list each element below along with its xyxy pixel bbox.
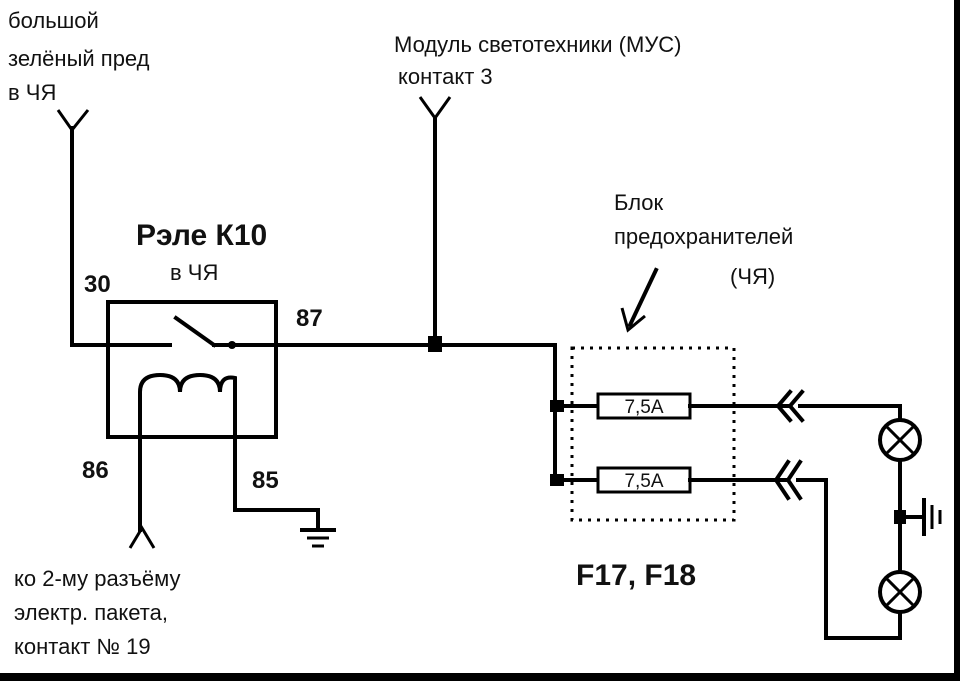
label-module-line2: контакт 3: [398, 64, 493, 89]
label-fuse-block: Блок предохранителей (ЧЯ): [614, 190, 799, 289]
relay-title: Рэле К10: [136, 219, 267, 252]
label-fuse-block-line3: (ЧЯ): [730, 264, 775, 289]
label-fuse-block-line1: Блок: [614, 190, 664, 215]
fuse-f18-rating: 7,5A: [624, 471, 663, 492]
label-bottom-left: ко 2-му разъёму электр. пакета, контакт …: [14, 566, 187, 659]
relay-k10-body: [106, 300, 278, 439]
relay-subtitle: в ЧЯ: [170, 260, 218, 285]
label-fuse-block-line2: предохранителей: [614, 224, 793, 249]
ground-icon: [300, 508, 336, 548]
fuse-block-frame: [570, 346, 736, 522]
label-bottom-left-line2: электр. пакета,: [14, 600, 168, 625]
label-top-left-line1: большой: [8, 8, 99, 33]
relay-switch: [173, 315, 236, 349]
pin-86-label: 86: [82, 457, 109, 484]
lamp-icon: [878, 404, 922, 574]
label-top-left: большой зелёный пред в ЧЯ: [8, 8, 156, 105]
fuse-f17: 7,5A: [596, 392, 792, 420]
fuse-f17-rating: 7,5A: [624, 397, 663, 418]
wire-to-fuses: [550, 343, 600, 486]
fuses-name: F17, F18: [576, 559, 696, 592]
pin-30-label: 30: [84, 271, 111, 298]
plug-connector-top: [775, 389, 902, 423]
fuse-f18: 7,5A: [596, 466, 787, 494]
label-bottom-left-line1: ко 2-му разъёму: [14, 566, 180, 591]
label-top-left-line3: в ЧЯ: [8, 80, 56, 105]
label-module: Модуль светотехники (МУС) контакт 3: [394, 32, 688, 89]
plug-connector-bottom: [773, 459, 902, 640]
relay-coil: [138, 372, 320, 532]
pin-85-label: 85: [252, 467, 279, 494]
arrow-icon: [620, 267, 659, 333]
pin-87-label: 87: [296, 305, 323, 332]
connector-green-pred: [56, 109, 90, 347]
label-top-left-line2: зелёный пред: [8, 46, 150, 71]
connector-pin-86: [128, 525, 156, 549]
wire-pin-87: [234, 96, 557, 352]
label-bottom-left-line3: контакт № 19: [14, 634, 151, 659]
lamp-icon: [878, 570, 922, 640]
label-module-line1: Модуль светотехники (МУС): [394, 32, 682, 57]
ground-icon: [894, 498, 942, 536]
